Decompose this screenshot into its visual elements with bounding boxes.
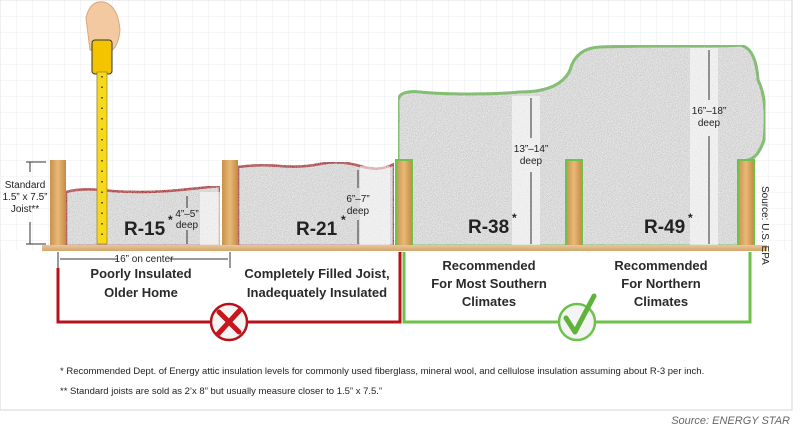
svg-text:4”–5”: 4”–5”	[175, 209, 198, 220]
insulation-r38-r49	[396, 43, 767, 248]
svg-text:*: *	[168, 213, 173, 227]
joist	[737, 159, 755, 247]
r-value-r15: R-15	[124, 219, 166, 240]
check-mark-icon	[557, 293, 597, 342]
r-value-r49: R-49	[644, 217, 685, 238]
svg-text:Standard: Standard	[5, 180, 46, 191]
joist	[222, 160, 238, 246]
caption-r15: Poorly Insulated Older Home	[90, 266, 191, 300]
r-value-r38: R-38	[468, 217, 509, 238]
x-mark-icon	[209, 302, 249, 342]
svg-text:13”–14”: 13”–14”	[514, 144, 548, 155]
svg-text:deep: deep	[698, 118, 721, 129]
svg-text:Completely Filled Joist,: Completely Filled Joist,	[244, 266, 389, 281]
svg-text:For Northern: For Northern	[621, 276, 701, 291]
svg-text:Recommended: Recommended	[614, 258, 707, 273]
svg-text:deep: deep	[347, 206, 370, 217]
depth-r49: 16”–18” deep	[692, 50, 726, 244]
svg-text:Climates: Climates	[462, 294, 516, 309]
joist-size-label: Standard 1.5” x 7.5” Joist**	[2, 161, 48, 245]
svg-text:6”–7”: 6”–7”	[346, 194, 369, 205]
footnote-1: * Recommended Dept. of Energy attic insu…	[60, 366, 704, 377]
tape-measure-icon	[85, 1, 121, 245]
svg-text:Climates: Climates	[634, 294, 688, 309]
svg-text:16” on center: 16” on center	[115, 254, 175, 265]
depth-r21: 6”–7” deep	[346, 170, 370, 244]
ceiling-drywall	[42, 245, 767, 251]
svg-text:*: *	[688, 211, 693, 225]
svg-text:16”–18”: 16”–18”	[692, 106, 726, 117]
svg-text:*: *	[512, 211, 517, 225]
caption-r49: Recommended For Northern Climates	[614, 258, 707, 309]
svg-text:Joist**: Joist**	[11, 204, 39, 215]
joist	[565, 159, 583, 247]
svg-text:For Most Southern: For Most Southern	[431, 276, 547, 291]
depth-r38: 13”–14” deep	[514, 98, 548, 244]
joist	[395, 159, 413, 247]
caption-r38: Recommended For Most Southern Climates	[431, 258, 547, 309]
svg-text:Recommended: Recommended	[442, 258, 535, 273]
epa-source-label: Source: U.S. EPA	[759, 186, 770, 265]
svg-text:1.5” x 7.5”: 1.5” x 7.5”	[2, 192, 47, 203]
depth-r15: 4”–5” deep	[175, 196, 199, 244]
joist	[50, 160, 66, 246]
svg-text:Poorly Insulated: Poorly Insulated	[90, 266, 191, 281]
footnote-2: ** Standard joists are sold as 2’x 8” bu…	[60, 386, 382, 397]
svg-text:deep: deep	[520, 156, 543, 167]
svg-text:Inadequately Insulated: Inadequately Insulated	[247, 285, 387, 300]
source-credit: Source: ENERGY STAR	[671, 415, 790, 427]
svg-text:*: *	[341, 213, 346, 227]
svg-text:Older Home: Older Home	[104, 285, 178, 300]
joist-spacing-dimension: 16” on center	[57, 252, 231, 268]
caption-r21: Completely Filled Joist, Inadequately In…	[244, 266, 389, 300]
r-value-r21: R-21	[296, 219, 338, 240]
svg-text:deep: deep	[176, 220, 199, 231]
